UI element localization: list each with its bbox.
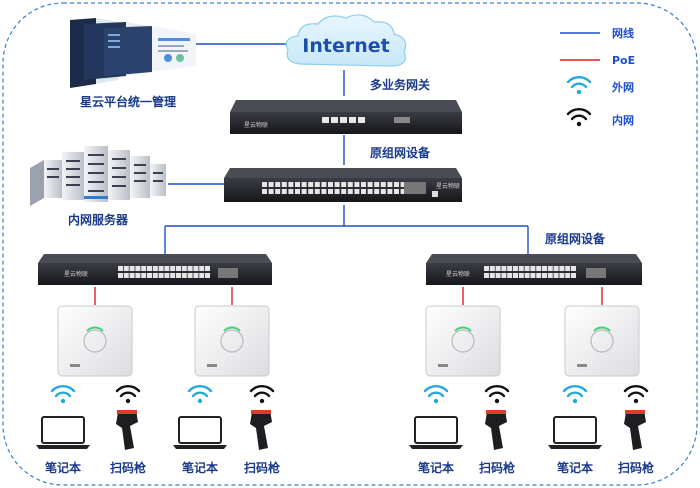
laptop-icon: [173, 416, 227, 449]
legend-external-wifi-label: 外网: [611, 80, 634, 94]
poe-cables: [94, 287, 603, 305]
laptop-label: 笔记本: [418, 460, 454, 475]
laptop-label: 笔记本: [182, 460, 218, 475]
barcode-scanner-icon: [250, 410, 272, 450]
gateway-brand: 星云物联: [244, 121, 268, 129]
wifi-internal-icon: [249, 385, 275, 404]
platform-label: 星云平台统一管理: [80, 94, 176, 109]
laptop-icon: [548, 416, 602, 449]
network-cables: [164, 43, 529, 255]
core-switch-label: 原组网设备: [370, 145, 431, 160]
wifi-external-icon: [562, 385, 588, 404]
access-point: [564, 305, 640, 377]
access-switch-left-brand: 星云物联: [64, 270, 88, 278]
legend-poe-label: PoE: [612, 54, 635, 67]
scanner-label: 扫码枪: [479, 460, 515, 475]
legend-external-wifi-icon: [566, 76, 592, 95]
wifi-external-icon: [187, 385, 213, 404]
internet-label: Internet: [302, 35, 389, 57]
wifi-internal-icon: [623, 385, 649, 404]
intranet-servers: [30, 146, 166, 206]
laptop-icon: [409, 416, 463, 449]
wifi-internal-icon: [566, 108, 592, 127]
laptop-label: 笔记本: [557, 460, 593, 475]
servers-label: 内网服务器: [68, 212, 129, 227]
access-switch-right: 星云物联: [426, 254, 642, 285]
scanner-label: 扫码枪: [618, 460, 654, 475]
right-switch-label: 原组网设备: [545, 231, 606, 246]
laptop-label: 笔记本: [45, 460, 81, 475]
wifi-external-icon: [566, 76, 592, 95]
access-point: [425, 305, 501, 377]
wifi-internal-icon: [115, 385, 141, 404]
access-point: [57, 305, 133, 377]
gateway-label: 多业务网关: [370, 77, 430, 92]
laptop-icon: [36, 416, 90, 449]
multi-service-gateway: 星云物联: [230, 100, 462, 134]
internet-cloud: [285, 14, 407, 67]
core-switch-brand: 星云物联: [436, 182, 460, 190]
legend-internal-wifi-icon: [566, 108, 592, 127]
wifi-internal-icon: [484, 385, 510, 404]
core-switch: 星云物联: [224, 168, 462, 202]
barcode-scanner-icon: [116, 410, 138, 450]
wifi-external-icon: [423, 385, 449, 404]
management-platform-screens: [70, 18, 196, 88]
legend-network-line-label: 网线: [612, 26, 634, 40]
barcode-scanner-icon: [485, 410, 507, 450]
wifi-external-icon: [50, 385, 76, 404]
legend-internal-wifi-label: 内网: [612, 113, 634, 127]
scanner-label: 扫码枪: [244, 460, 280, 475]
scanner-label: 扫码枪: [110, 460, 146, 475]
access-point: [194, 305, 270, 377]
legend: 网线 PoE 外网 内网: [560, 26, 635, 127]
access-switch-left: 星云物联: [38, 254, 272, 285]
barcode-scanner-icon: [624, 410, 646, 450]
access-switch-right-brand: 星云物联: [446, 270, 470, 278]
